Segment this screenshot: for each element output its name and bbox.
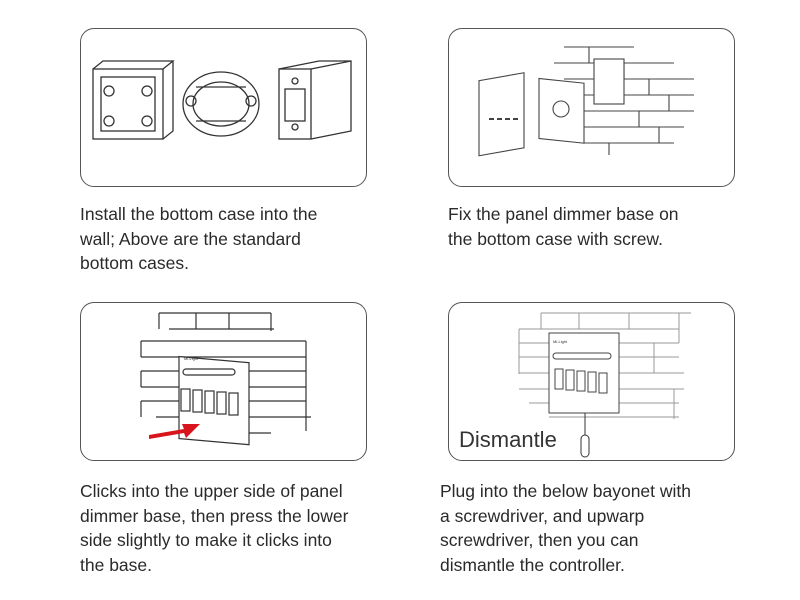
click-panel-illustration: Mi-Light: [140, 312, 311, 446]
panel-base-wall-illustration: [478, 46, 694, 157]
square-box-icon: [92, 60, 175, 140]
brand-logo: Mi-Light: [184, 356, 199, 361]
step4-illustration-panel: Mi-Light Dismantle: [448, 302, 735, 461]
bottom-cases-illustration: [92, 60, 352, 140]
caption-line: Plug into the below bayonet with: [440, 481, 691, 501]
step3-caption: Clicks into the upper side of panel dimm…: [80, 479, 380, 577]
step1-illustration-panel: [80, 28, 367, 187]
caption-line: dimmer base, then press the lower: [80, 505, 349, 526]
caption-line: a screwdriver, and upwarp: [440, 505, 645, 526]
dimmer-panel-icon: [478, 72, 525, 157]
round-box-icon: [182, 71, 260, 137]
caption-line: Fix the panel dimmer base on: [448, 204, 679, 224]
step2-caption: Fix the panel dimmer base on the bottom …: [448, 202, 748, 251]
caption-line: the bottom case with screw.: [448, 228, 663, 249]
caption-line: screwdriver, then you can: [440, 530, 639, 550]
press-arrow-icon: [149, 424, 200, 439]
step4-caption: Plug into the below bayonet with a screw…: [440, 479, 740, 577]
caption-line: bottom cases.: [80, 253, 189, 273]
caption-line: Install the bottom case into the: [80, 204, 318, 224]
caption-line: wall; Above are the standard: [80, 228, 301, 249]
zone-buttons: [180, 388, 239, 416]
dimmer-base-icon: [538, 77, 585, 144]
bottom-case-icon: [593, 58, 625, 105]
caption-line: the base.: [80, 554, 152, 575]
dimmer-panel-icon: [548, 332, 620, 414]
screwdriver-icon: [580, 413, 590, 458]
dismantle-label: Dismantle: [459, 429, 557, 451]
brand-logo: Mi-Light: [553, 339, 568, 344]
rectangular-box-icon: [278, 60, 352, 140]
step1-caption: Install the bottom case into the wall; A…: [80, 202, 380, 276]
step2-illustration-panel: [448, 28, 735, 187]
caption-line: dismantle the controller.: [440, 554, 625, 575]
dismantle-illustration: Mi-Light: [518, 312, 691, 458]
caption-line: side slightly to make it clicks into: [80, 530, 332, 550]
step3-illustration-panel: Mi-Light: [80, 302, 367, 461]
caption-line: Clicks into the upper side of panel: [80, 481, 343, 501]
